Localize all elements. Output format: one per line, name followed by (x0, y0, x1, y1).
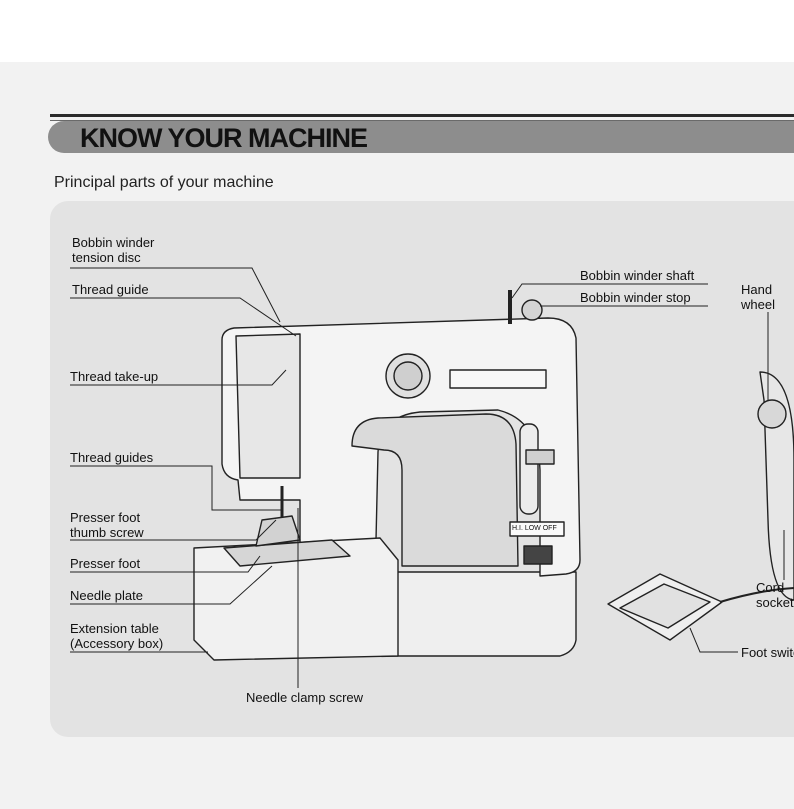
head-panel (235, 333, 301, 479)
free-arm (193, 537, 399, 661)
label-foot-switch: Foot switch (741, 645, 794, 660)
label-cord-socket: Cord socket (756, 580, 794, 610)
label-extension-table: Extension table (Accessory box) (70, 621, 164, 651)
leader-thread-guide (70, 297, 297, 337)
label-bobbin-winder-stop: Bobbin winder stop (580, 290, 691, 305)
page-title: KNOW YOUR MACHINE (80, 123, 368, 153)
leader-thumb-screw (70, 519, 277, 541)
header-rule (50, 114, 794, 117)
section-subtitle: Principal parts of your machine (54, 174, 274, 191)
pattern-window (449, 369, 547, 389)
leader-foot-switch (689, 627, 738, 653)
label-speed-selector: H.I. LOW OFF (512, 525, 557, 532)
header-rule-thin (50, 120, 794, 121)
leader-tension-disc (70, 267, 281, 323)
label-bobbin-winder-tension-disc: Bobbin winder tension disc (72, 235, 155, 265)
machine-throat (351, 413, 519, 567)
needle-plate (223, 539, 351, 567)
label-presser-foot: Presser foot (70, 556, 141, 571)
speed-selector (509, 521, 565, 537)
leader-presser-foot (70, 555, 261, 573)
label-hand-wheel: Hand wheel (741, 282, 775, 312)
leader-needle-plate (70, 565, 273, 605)
leader-take-up (70, 369, 287, 386)
label-thread-guides: Thread guides (70, 450, 154, 465)
label-needle-clamp-screw: Needle clamp screw (246, 690, 364, 705)
hand-wheel (759, 371, 794, 601)
title-banner (48, 121, 794, 153)
label-presser-foot-thumb-screw: Presser foot thumb screw (70, 510, 144, 540)
leader-winder-shaft (511, 283, 708, 299)
label-thread-take-up: Thread take-up (70, 369, 159, 384)
length-slider (519, 423, 539, 515)
label-needle-plate: Needle plate (70, 588, 143, 603)
label-thread-guide: Thread guide (72, 282, 149, 297)
leader-thread-guides (70, 465, 282, 511)
label-bobbin-winder-shaft: Bobbin winder shaft (580, 268, 695, 283)
presser-foot (255, 515, 301, 547)
